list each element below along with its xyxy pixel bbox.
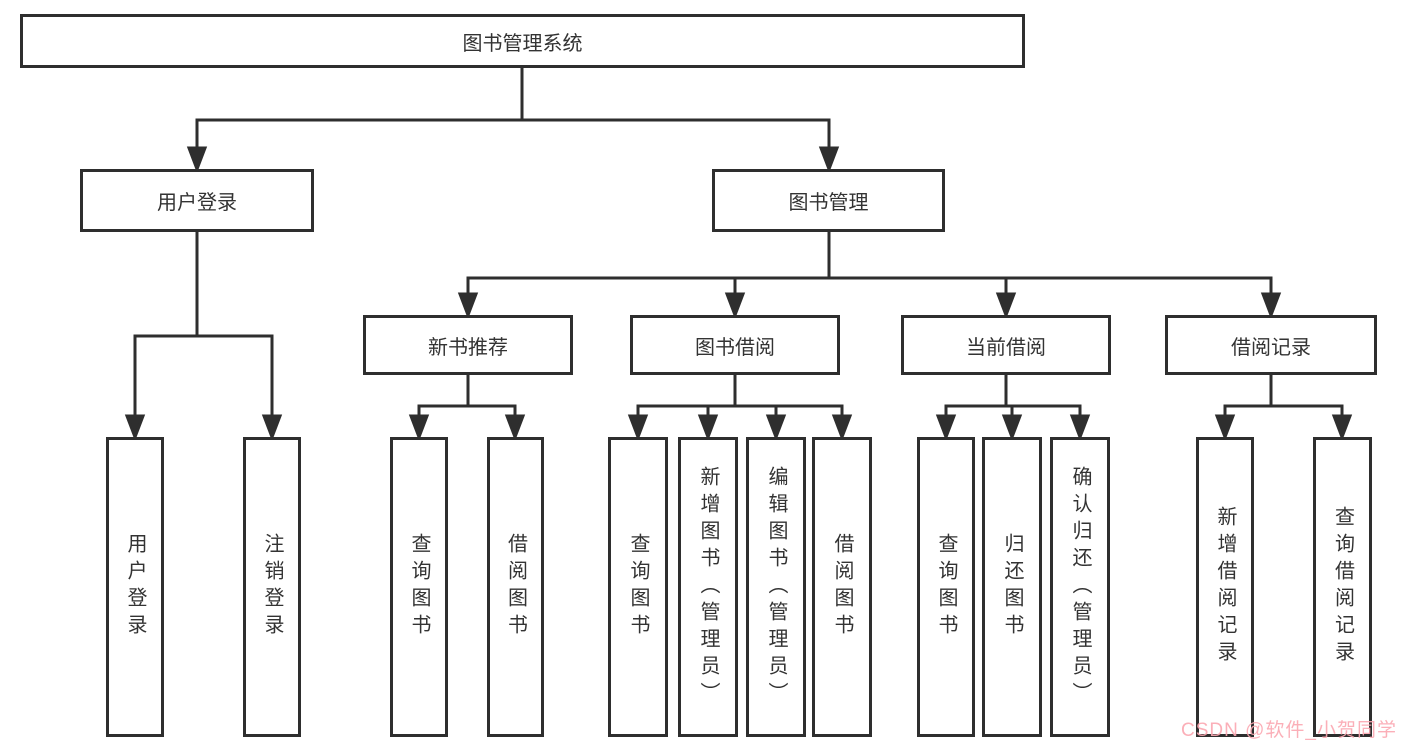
leaf-label: 注销登录 (261, 533, 283, 641)
leaf-label: 查询借阅记录 (1331, 506, 1354, 668)
leaf-label: 确认归还（管理员） (1069, 465, 1091, 709)
leaf-add-borrow-record: 新增借阅记录 (1196, 437, 1254, 737)
node-label: 借阅记录 (1231, 336, 1311, 359)
node-user-login-branch: 用户登录 (80, 169, 314, 232)
node-label: 图书管理系统 (462, 32, 583, 55)
leaf-label: 借阅图书 (831, 533, 853, 641)
leaf-return-books: 归还图书 (982, 437, 1042, 737)
leaf-label: 查询图书 (408, 533, 430, 641)
csdn-watermark: CSDN @软件_小贺同学 (1181, 720, 1397, 741)
leaf-label: 新增图书（管理员） (697, 465, 719, 709)
node-borrowing-records: 借阅记录 (1165, 315, 1377, 375)
leaf-confirm-return-admin: 确认归还（管理员） (1050, 437, 1110, 737)
leaf-label: 归还图书 (1001, 533, 1023, 641)
node-label: 当前借阅 (966, 336, 1046, 359)
node-label: 用户登录 (157, 192, 237, 214)
node-book-borrowing: 图书借阅 (630, 315, 840, 375)
leaf-user-login: 用户登录 (106, 437, 164, 737)
leaf-query-books-current: 查询图书 (917, 437, 975, 737)
node-current-borrowing: 当前借阅 (901, 315, 1111, 375)
leaf-add-books-admin: 新增图书（管理员） (678, 437, 738, 737)
node-book-management-branch: 图书管理 (712, 169, 945, 232)
leaf-label: 借阅图书 (504, 533, 527, 641)
leaf-borrow-books-recommend: 借阅图书 (487, 437, 544, 737)
node-label: 图书借阅 (695, 336, 775, 359)
node-new-book-recommend: 新书推荐 (363, 315, 573, 375)
leaf-edit-books-admin: 编辑图书（管理员） (746, 437, 806, 737)
leaf-borrow-books: 借阅图书 (812, 437, 872, 737)
leaf-label: 用户登录 (124, 533, 146, 641)
leaf-label: 查询图书 (935, 533, 957, 641)
leaf-label: 查询图书 (627, 533, 649, 641)
node-label: 新书推荐 (428, 336, 508, 359)
leaf-query-borrow-record: 查询借阅记录 (1313, 437, 1372, 737)
leaf-query-books-borrow: 查询图书 (608, 437, 668, 737)
leaf-label: 编辑图书（管理员） (765, 465, 787, 709)
node-label: 图书管理 (788, 192, 869, 214)
leaf-query-books-recommend: 查询图书 (390, 437, 448, 737)
node-system-root: 图书管理系统 (20, 14, 1025, 68)
leaf-logout: 注销登录 (243, 437, 301, 737)
leaf-label: 新增借阅记录 (1214, 506, 1236, 668)
